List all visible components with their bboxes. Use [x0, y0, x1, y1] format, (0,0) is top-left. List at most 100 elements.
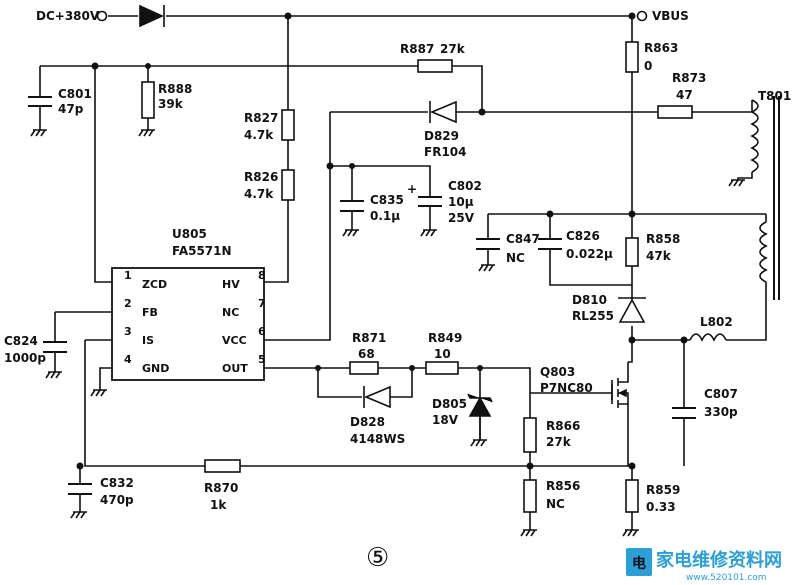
- r856-value: NC: [546, 497, 565, 511]
- r873-value: 47: [676, 88, 693, 102]
- r863-body: [625, 41, 639, 73]
- r858-body: [625, 237, 639, 267]
- r859-body: [625, 479, 639, 513]
- r859-value: 0.33: [646, 500, 676, 514]
- d805-ref: D805: [432, 397, 467, 411]
- r866-ref: R866: [546, 419, 580, 433]
- ic-part: FA5571N: [172, 244, 232, 258]
- ic-u805-body: [111, 267, 265, 381]
- r866-body: [523, 417, 537, 453]
- c826-value: 0.022µ: [566, 247, 613, 261]
- c807-value: 330p: [704, 405, 738, 419]
- r826-value: 4.7k: [244, 187, 274, 201]
- r873-ref: R873: [672, 71, 706, 85]
- c847-value: NC: [506, 251, 525, 265]
- d828-value: 4148WS: [350, 432, 405, 446]
- d828-symbol: [363, 385, 391, 409]
- r856-body: [523, 479, 537, 513]
- watermark-logo-icon: 电: [626, 548, 652, 576]
- pin-8-num: 8: [258, 269, 266, 282]
- pin-4-num: 4: [124, 353, 132, 366]
- c835-value: 0.1µ: [370, 209, 400, 223]
- q803-symbol: [611, 362, 629, 408]
- pin-2-name: FB: [142, 306, 158, 319]
- c824-value: 1000p: [4, 351, 46, 365]
- l802-symbol: [689, 333, 727, 342]
- pin-7-name: NC: [222, 306, 239, 319]
- r863-ref: R863: [644, 41, 678, 55]
- r887-ref: R887: [400, 42, 434, 56]
- c826-plates: [538, 238, 562, 250]
- r849-ref: R849: [428, 331, 462, 345]
- c802-rating: 25V: [448, 211, 475, 225]
- pin-6-name: VCC: [222, 334, 247, 347]
- c826-ref: C826: [566, 229, 600, 243]
- ic-pins-right: HV 8 NC 7 VCC 6 OUT 5: [222, 269, 266, 375]
- c835-ref: C835: [370, 193, 404, 207]
- r858-ref: R858: [646, 232, 680, 246]
- t801-primary: [750, 96, 780, 300]
- c807-ref: C807: [704, 387, 738, 401]
- r827-value: 4.7k: [244, 128, 274, 142]
- t801-secondary: [759, 221, 768, 283]
- pin-2-num: 2: [124, 297, 132, 310]
- pin-4-name: GND: [142, 362, 169, 375]
- pin-8-name: HV: [222, 278, 240, 291]
- q803-value: P7NC80: [540, 381, 593, 395]
- supply-label: DC+380V: [36, 9, 100, 23]
- watermark-url: www.520101.com: [686, 573, 767, 583]
- r888-body: [141, 81, 155, 119]
- c832-value: 470p: [100, 493, 134, 507]
- r866-value: 27k: [546, 435, 572, 449]
- c847-ref: C847: [506, 232, 540, 246]
- t801-ref: T801: [758, 89, 791, 103]
- pin-7-num: 7: [258, 297, 266, 310]
- c807-plates: [672, 407, 696, 419]
- r871-body: [349, 361, 379, 375]
- pin-6-num: 6: [258, 325, 266, 338]
- watermark-text: 家电维修资料网: [656, 549, 782, 571]
- d805-symbol: [467, 393, 493, 440]
- r873-body: [657, 105, 693, 119]
- r827-ref: R827: [244, 111, 278, 125]
- ic-ref: U805: [172, 227, 207, 241]
- supply-terminal: [96, 10, 108, 22]
- r871-value: 68: [358, 347, 375, 361]
- c801-ref: C801: [58, 87, 92, 101]
- watermark: 电 家电维修资料网 www.520101.com: [626, 548, 782, 583]
- r859-ref: R859: [646, 483, 680, 497]
- d805-value: 18V: [432, 413, 459, 427]
- r856-ref: R856: [546, 479, 580, 493]
- r887-value: 27k: [440, 42, 466, 56]
- c802-polarity: +: [407, 182, 417, 196]
- r827-body: [281, 109, 295, 141]
- c824-plates: [43, 341, 67, 353]
- svg-text:电: 电: [632, 555, 646, 572]
- figure-number: ⑤: [366, 543, 389, 573]
- pin-3-name: IS: [142, 334, 154, 347]
- wires: [39, 15, 767, 530]
- r871-ref: R871: [352, 331, 386, 345]
- d828-ref: D828: [350, 415, 385, 429]
- pin-3-num: 3: [124, 325, 132, 338]
- r870-value: 1k: [210, 498, 227, 512]
- r888-ref: R888: [158, 82, 192, 96]
- r870-body: [204, 459, 241, 473]
- ic-pins-left: 1 ZCD 2 FB 3 IS 4 GND: [124, 269, 169, 375]
- c802-value: 10µ: [448, 195, 474, 209]
- vbus-label: VBUS: [652, 9, 689, 23]
- d810-value: RL255: [572, 309, 614, 323]
- junctions: [76, 12, 688, 470]
- r870-ref: R870: [204, 481, 238, 495]
- r826-ref: R826: [244, 170, 278, 184]
- r887-body: [417, 59, 453, 73]
- l802-ref: L802: [700, 315, 733, 329]
- vbus-terminal: [636, 10, 648, 22]
- d829-value: FR104: [424, 145, 467, 159]
- r849-body: [425, 361, 459, 375]
- c835-plates: [340, 200, 364, 212]
- pin-5-num: 5: [258, 353, 266, 366]
- c801-value: 47p: [58, 102, 84, 116]
- pin-5-name: OUT: [222, 362, 248, 375]
